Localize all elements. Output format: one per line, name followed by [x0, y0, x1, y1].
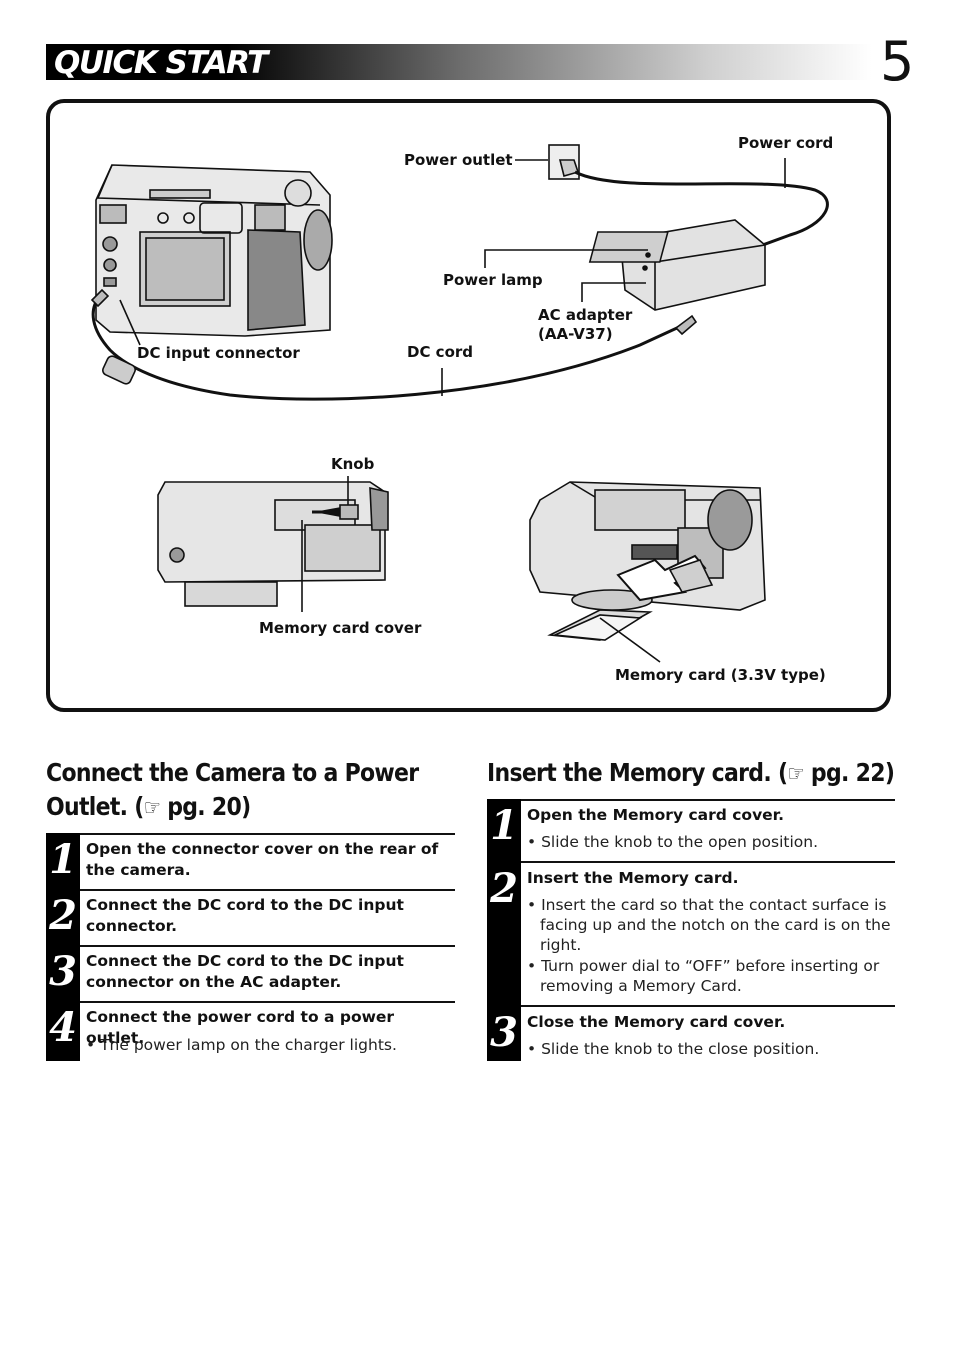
step-number-column — [46, 833, 80, 1061]
step-item — [80, 945, 455, 1003]
step-number: 1 — [490, 802, 518, 849]
header-bar — [46, 44, 872, 80]
label-knob: Knob — [331, 455, 375, 473]
page-number: 5 — [880, 30, 915, 93]
step-item — [80, 889, 455, 947]
label-power-cord: Power cord — [738, 134, 834, 152]
camera-bottom-illustration — [157, 481, 389, 607]
step-item — [521, 861, 895, 1007]
step-number: 2 — [490, 865, 518, 912]
pointing-hand-icon: ☞ — [143, 796, 161, 821]
step-bullet: • Slide the knob to the close position. — [527, 1040, 820, 1058]
page-title: QUICK START — [54, 45, 268, 81]
step-item — [80, 1001, 455, 1063]
label-power-lamp: Power lamp — [443, 271, 543, 289]
step-title: Connect the power cord to a power outlet… — [86, 1008, 395, 1047]
step-bullet: • Turn power dial to “OFF” before insert… — [527, 957, 880, 995]
step-title: Insert the Memory card. — [527, 869, 739, 887]
step-item — [521, 799, 895, 863]
pointing-hand-icon: ☞ — [787, 762, 804, 787]
step-title: Connect the DC cord to the DC input conn… — [86, 896, 404, 935]
step-bullet: • The power lamp on the charger lights. — [86, 1036, 397, 1054]
label-memory-card-cover: Memory card cover — [259, 619, 422, 637]
step-number: 1 — [49, 836, 77, 883]
step-number: 3 — [490, 1009, 518, 1056]
step-title: Open the Memory card cover. — [527, 806, 785, 824]
title-suffix: pg. 22) — [803, 758, 895, 787]
step-title: Connect the DC cord to the DC input conn… — [86, 952, 404, 991]
step-number-column — [487, 799, 521, 1061]
left-section-title: Connect the Camera to a Power Outlet. (☞… — [46, 756, 451, 826]
title-suffix: pg. 20) — [160, 792, 251, 821]
left-section-title-line1: Connect the Camera to a Power — [46, 758, 419, 787]
step-number: 3 — [49, 948, 77, 995]
step-item — [80, 833, 455, 891]
left-section-title-line2: Outlet. (☞ pg. 20) — [46, 790, 451, 826]
right-section-title: Insert the Memory card. (☞ pg. 22) — [487, 756, 901, 792]
camera-card-insertion-illustration — [529, 481, 766, 641]
step-title: Close the Memory card cover. — [527, 1013, 786, 1031]
title-prefix: Insert the Memory card. ( — [487, 758, 788, 787]
step-bullet: • Slide the knob to the open position. — [527, 833, 819, 851]
label-power-outlet: Power outlet — [404, 151, 513, 169]
step-number: 4 — [49, 1004, 77, 1051]
step-title: Open the connector cover on the rear of … — [86, 840, 439, 879]
illustration-box — [46, 99, 891, 712]
step-number: 2 — [49, 892, 77, 939]
camera-rear-illustration — [95, 164, 333, 337]
label-dc-cord: DC cord — [407, 343, 474, 361]
label-ac-adapter-model: (AA-V37) — [538, 325, 613, 343]
label-ac-adapter: AC adapter — [538, 306, 633, 324]
ac-adapter-illustration — [588, 219, 766, 311]
title-prefix: Outlet. ( — [46, 792, 144, 821]
label-dc-input-connector: DC input connector — [137, 344, 300, 362]
label-memory-card: Memory card (3.3V type) — [615, 666, 826, 684]
step-bullet: • Insert the card so that the contact su… — [527, 896, 891, 954]
step-item — [521, 1005, 895, 1063]
illustration — [90, 144, 829, 663]
